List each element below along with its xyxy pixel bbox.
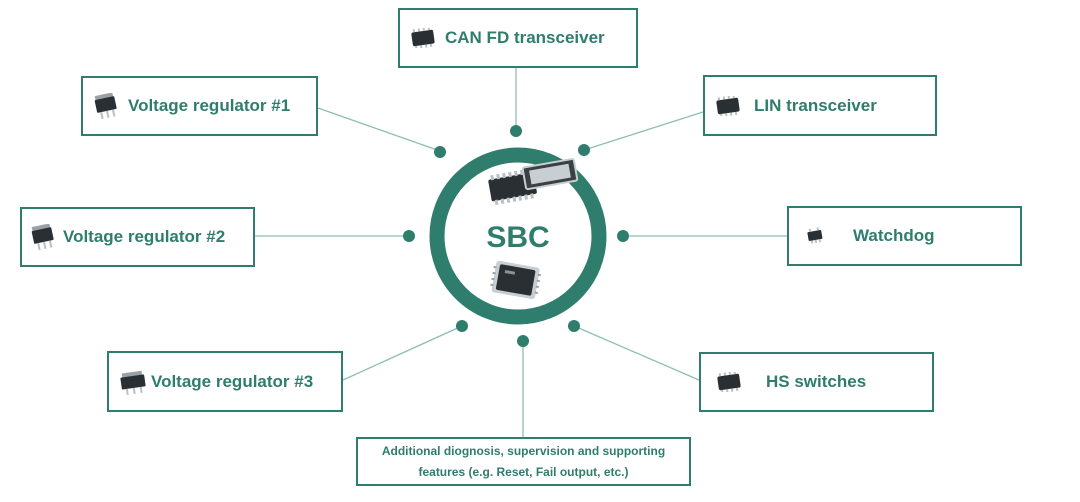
box-voltage-regulator-1: Voltage regulator #1	[81, 76, 318, 136]
box-can-fd-transceiver: CAN FD transceiver	[398, 8, 638, 68]
sbc-qfn-chip-icon	[490, 260, 542, 300]
connector-dots	[403, 125, 629, 347]
box-lin-transceiver: LIN transceiver	[703, 75, 937, 136]
vreg2-label: Voltage regulator #2	[63, 227, 226, 246]
sbc-chip-pair-icon	[488, 158, 579, 205]
connector-hs	[573, 325, 700, 381]
connector-lines	[255, 68, 787, 437]
vreg3-label: Voltage regulator #3	[151, 371, 314, 391]
dot-vreg1	[434, 146, 446, 158]
dot-watchdog	[617, 230, 629, 242]
box-hs-switches: HS switches	[699, 352, 934, 412]
additional-line-1: Additional diognosis, supervision and su…	[381, 443, 666, 458]
box-watchdog: Watchdog	[787, 206, 1022, 266]
sbc-center-label: SBC	[486, 221, 550, 254]
soic-chip-icon	[717, 372, 741, 392]
soic-chip-icon	[716, 95, 740, 116]
connector-lin	[583, 111, 704, 151]
dot-vreg2	[403, 230, 415, 242]
connector-vreg3	[342, 325, 463, 381]
dpak-chip-icon	[94, 93, 117, 119]
sbc-ring	[429, 147, 607, 325]
can-fd-label: CAN FD transceiver	[445, 28, 605, 47]
dot-additional	[517, 335, 529, 347]
box-voltage-regulator-2: Voltage regulator #2	[20, 207, 255, 267]
dot-hs	[568, 320, 580, 332]
dot-can-fd	[510, 125, 522, 137]
vreg1-label: Voltage regulator #1	[128, 96, 291, 115]
sot-chip-icon	[807, 227, 823, 244]
dot-lin	[578, 144, 590, 156]
box-voltage-regulator-3: Voltage regulator #3	[107, 351, 343, 412]
watchdog-label: Watchdog	[853, 226, 935, 245]
dpak-chip-icon	[120, 370, 146, 395]
connector-vreg1	[317, 107, 441, 152]
lin-label: LIN transceiver	[754, 95, 877, 115]
dot-vreg3	[456, 320, 468, 332]
hs-switches-label: HS switches	[766, 372, 867, 391]
dpak-chip-icon	[31, 224, 54, 250]
soic-chip-icon	[411, 28, 435, 48]
additional-line-2: features (e.g. Reset, Fail output, etc.)	[418, 464, 629, 479]
box-additional-features: Additional diognosis, supervision and su…	[356, 437, 691, 486]
